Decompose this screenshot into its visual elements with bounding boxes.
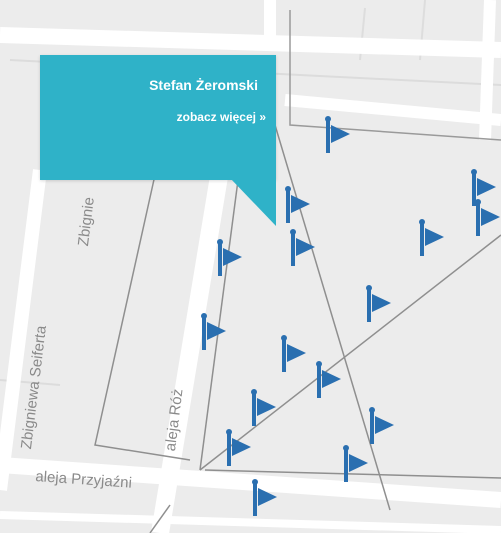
flag-marker-icon[interactable]: [311, 360, 347, 400]
marker-info-popup: Stefan Żeromski zobacz więcej »: [40, 55, 276, 180]
flag-marker-icon[interactable]: [276, 334, 312, 374]
flag-marker-icon[interactable]: [285, 228, 321, 268]
flag-marker-icon[interactable]: [246, 388, 282, 428]
flag-marker-icon[interactable]: [414, 218, 450, 258]
popup-title: Stefan Żeromski: [149, 77, 258, 93]
flag-marker-icon[interactable]: [364, 406, 400, 446]
flag-marker-icon[interactable]: [247, 478, 283, 518]
popup-more-link[interactable]: zobacz więcej »: [176, 110, 266, 124]
flag-marker-icon[interactable]: [196, 312, 232, 352]
flag-marker-icon[interactable]: [466, 168, 501, 208]
flag-marker-icon[interactable]: [280, 185, 316, 225]
flag-marker-icon[interactable]: [361, 284, 397, 324]
flag-marker-icon[interactable]: [338, 444, 374, 484]
flag-marker-icon[interactable]: [320, 115, 356, 155]
popup-pointer: [230, 178, 276, 226]
flag-marker-icon[interactable]: [212, 238, 248, 278]
flag-marker-icon[interactable]: [221, 428, 257, 468]
flag-marker-icon[interactable]: [470, 198, 501, 238]
